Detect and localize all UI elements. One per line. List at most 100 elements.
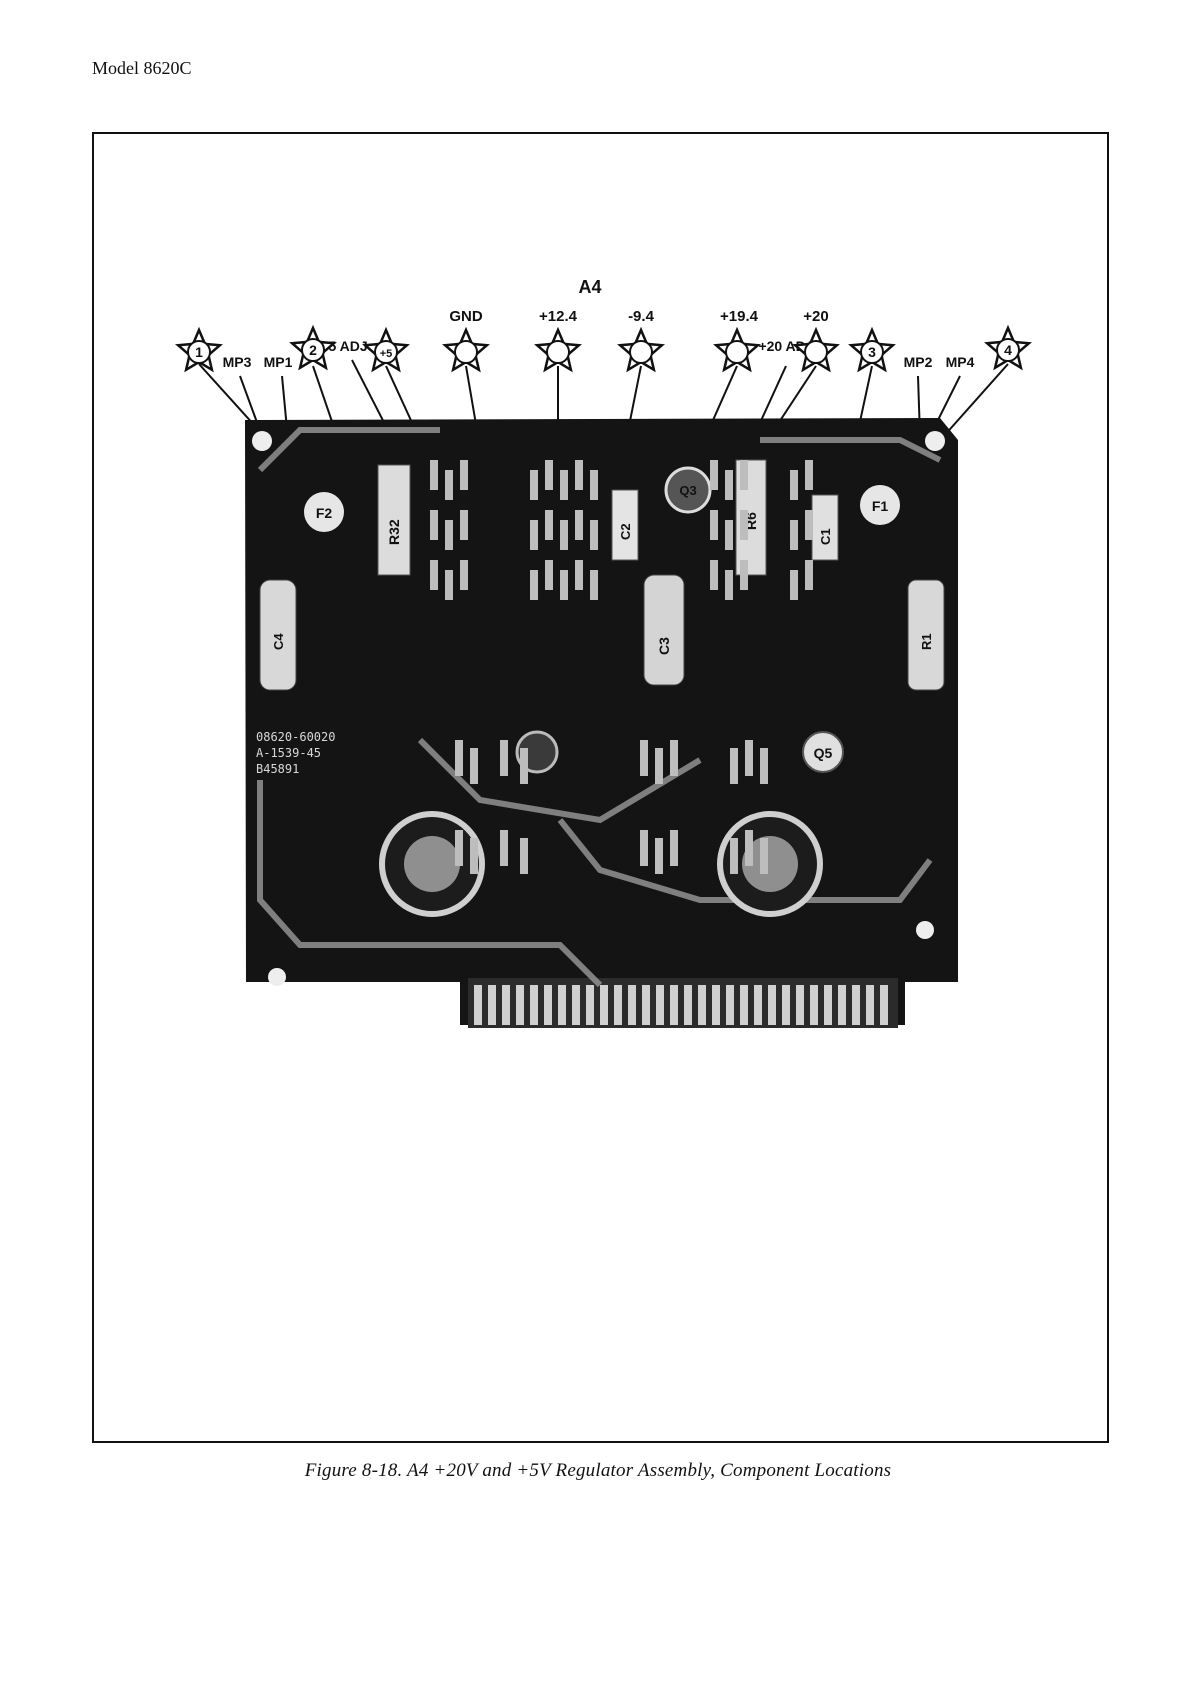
small-resistor bbox=[710, 560, 718, 590]
small-resistor bbox=[575, 560, 583, 590]
board-marking-1: 08620-60020 bbox=[256, 730, 335, 744]
small-resistor bbox=[530, 520, 538, 550]
small-resistor bbox=[805, 510, 813, 540]
small-resistor bbox=[670, 740, 678, 776]
connector-finger bbox=[796, 985, 804, 1025]
mp1-label: MP1 bbox=[264, 354, 293, 370]
star-2-number: 2 bbox=[309, 342, 317, 358]
connector-finger bbox=[656, 985, 664, 1025]
small-resistor bbox=[545, 510, 553, 540]
star-gnd bbox=[442, 326, 490, 373]
small-resistor bbox=[590, 470, 598, 500]
small-resistor bbox=[560, 570, 568, 600]
small-resistor bbox=[430, 510, 438, 540]
small-resistor bbox=[520, 748, 528, 784]
small-resistor bbox=[725, 470, 733, 500]
star-4-number: 4 bbox=[1004, 342, 1012, 358]
small-resistor bbox=[740, 460, 748, 490]
small-resistor bbox=[500, 830, 508, 866]
star-2: 2 bbox=[289, 324, 337, 371]
small-resistor bbox=[590, 520, 598, 550]
connector-finger bbox=[670, 985, 678, 1025]
small-resistor bbox=[460, 560, 468, 590]
connector-finger bbox=[782, 985, 790, 1025]
connector-finger bbox=[698, 985, 706, 1025]
connector-finger bbox=[628, 985, 636, 1025]
star-plus5-number: +5 bbox=[380, 348, 393, 360]
connector-finger bbox=[586, 985, 594, 1025]
small-resistor bbox=[430, 560, 438, 590]
svg-text:C3: C3 bbox=[656, 637, 672, 655]
svg-text:F1: F1 bbox=[872, 498, 889, 514]
star-plus20 bbox=[792, 326, 840, 373]
connector-finger bbox=[544, 985, 552, 1025]
mp3-label: MP3 bbox=[223, 354, 252, 370]
star-4: 4 bbox=[984, 324, 1032, 371]
star-minus9-4 bbox=[617, 326, 665, 373]
small-resistor bbox=[530, 570, 538, 600]
small-resistor bbox=[560, 520, 568, 550]
small-resistor bbox=[460, 460, 468, 490]
svg-text:Q5: Q5 bbox=[814, 745, 833, 761]
svg-text:R32: R32 bbox=[386, 519, 402, 545]
small-resistor bbox=[560, 470, 568, 500]
test-point-label-plus19-4: +19.4 bbox=[720, 308, 759, 325]
connector-finger bbox=[502, 985, 510, 1025]
small-resistor bbox=[805, 560, 813, 590]
test-point-label-plus20: +20 bbox=[803, 308, 828, 325]
small-resistor bbox=[470, 838, 478, 874]
component-r1 bbox=[907, 579, 945, 691]
figure-caption: Figure 8-18. A4 +20V and +5V Regulator A… bbox=[304, 1460, 892, 1481]
connector-finger bbox=[726, 985, 734, 1025]
small-resistor bbox=[455, 830, 463, 866]
small-resistor bbox=[460, 510, 468, 540]
small-resistor bbox=[740, 560, 748, 590]
page-header-model: Model 8620C bbox=[92, 58, 192, 78]
connector-finger bbox=[600, 985, 608, 1025]
board-marking-3: B45891 bbox=[256, 762, 299, 776]
connector-finger bbox=[474, 985, 482, 1025]
test-point-label-gnd: GND bbox=[449, 308, 483, 325]
small-resistor bbox=[545, 560, 553, 590]
connector-finger bbox=[488, 985, 496, 1025]
small-resistor bbox=[640, 740, 648, 776]
small-resistor bbox=[710, 510, 718, 540]
connector-finger bbox=[838, 985, 846, 1025]
small-resistor bbox=[745, 830, 753, 866]
component-c1 bbox=[811, 494, 839, 561]
mp2-label: MP2 bbox=[904, 354, 933, 370]
small-resistor bbox=[790, 570, 798, 600]
connector-finger bbox=[516, 985, 524, 1025]
small-resistor bbox=[575, 510, 583, 540]
component-c2 bbox=[611, 489, 639, 561]
connector-finger bbox=[824, 985, 832, 1025]
connector-finger bbox=[740, 985, 748, 1025]
mp4-label: MP4 bbox=[946, 354, 975, 370]
assembly-label: A4 bbox=[578, 277, 601, 297]
connector-finger bbox=[768, 985, 776, 1025]
board-marking-2: A-1539-45 bbox=[256, 746, 321, 760]
connector-finger bbox=[754, 985, 762, 1025]
small-resistor bbox=[530, 470, 538, 500]
small-resistor bbox=[575, 460, 583, 490]
connector-finger bbox=[614, 985, 622, 1025]
connector-finger bbox=[880, 985, 888, 1025]
test-point-label-plus12-4: +12.4 bbox=[539, 308, 578, 325]
small-resistor bbox=[445, 570, 453, 600]
small-resistor bbox=[805, 460, 813, 490]
connector-finger bbox=[712, 985, 720, 1025]
connector-finger bbox=[572, 985, 580, 1025]
small-resistor bbox=[445, 470, 453, 500]
test-point-label-minus9-4: -9.4 bbox=[628, 308, 655, 325]
connector-finger bbox=[558, 985, 566, 1025]
small-resistor bbox=[655, 748, 663, 784]
star-1: 1 bbox=[175, 326, 223, 373]
component-q5 bbox=[802, 731, 844, 773]
svg-text:C2: C2 bbox=[618, 523, 633, 540]
small-resistor bbox=[455, 740, 463, 776]
small-resistor bbox=[730, 838, 738, 874]
small-resistor bbox=[430, 460, 438, 490]
star-3-number: 3 bbox=[868, 344, 876, 360]
small-resistor bbox=[725, 570, 733, 600]
small-resistor bbox=[445, 520, 453, 550]
